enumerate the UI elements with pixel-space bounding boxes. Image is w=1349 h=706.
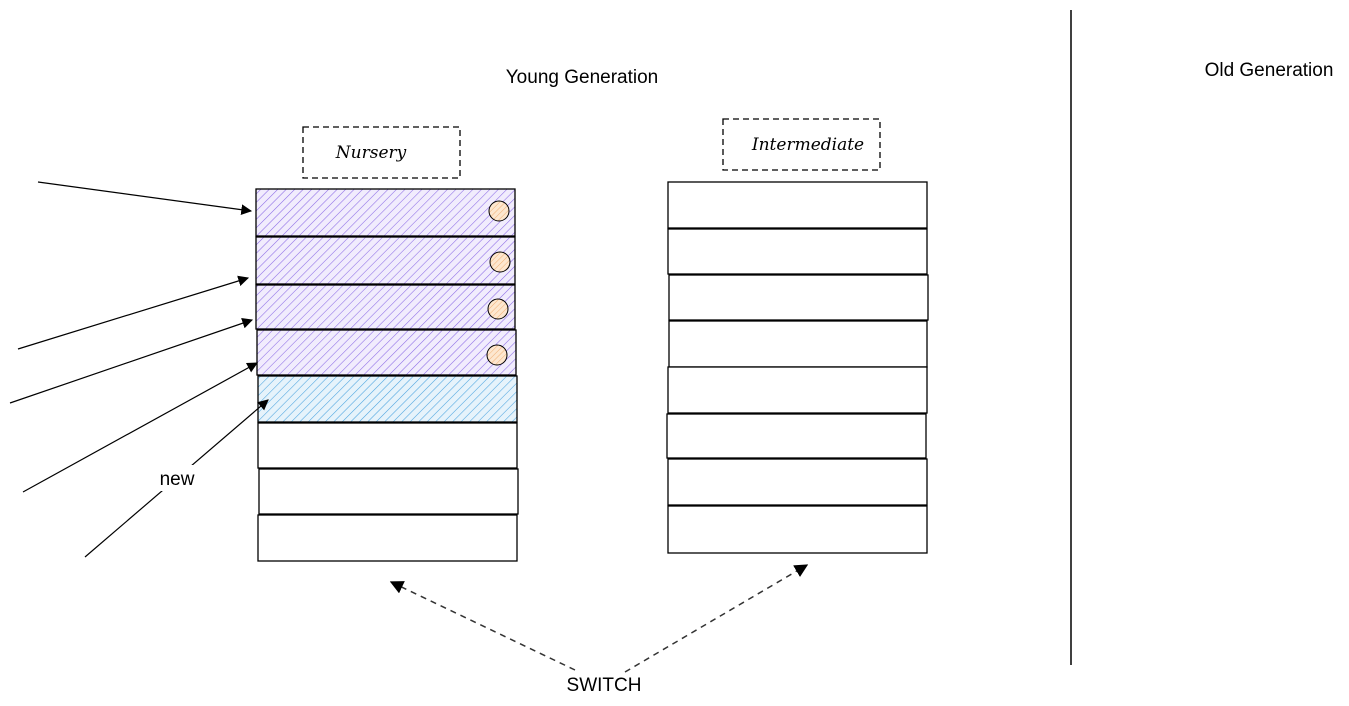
intermediate-slot	[667, 228, 928, 275]
intermediate-label: Intermediate	[751, 135, 864, 155]
new-label: new	[160, 469, 195, 490]
intermediate-slot	[667, 458, 928, 506]
allocation-arrow	[22, 362, 258, 493]
intermediate-slot	[667, 181, 928, 229]
intermediate-slot	[668, 320, 928, 368]
switch-label: SWITCH	[567, 675, 642, 696]
young-generation-title: Young Generation	[506, 67, 658, 88]
nursery-stack	[255, 188, 519, 562]
surviving-object-marker	[488, 200, 510, 222]
nursery-slot	[255, 284, 516, 330]
nursery-slot	[257, 422, 518, 469]
nursery-label-box: Nursery	[302, 126, 461, 179]
surviving-object-marker	[486, 344, 508, 366]
nursery-slot-new-allocation	[257, 375, 518, 423]
intermediate-stack	[666, 181, 929, 554]
nursery-slot	[255, 188, 516, 237]
allocation-arrow	[9, 318, 254, 404]
nursery-slot	[255, 236, 516, 285]
nursery-slot	[257, 514, 518, 562]
nursery-label: Nursery	[335, 143, 407, 163]
allocation-arrows	[9, 181, 269, 558]
nursery-slot	[256, 329, 517, 376]
intermediate-slot	[667, 505, 928, 554]
intermediate-label-box: Intermediate	[722, 118, 881, 171]
switch-arrow-to-nursery	[389, 581, 576, 671]
nursery-slot	[258, 468, 519, 515]
allocation-arrow	[37, 181, 253, 216]
intermediate-slot	[668, 274, 929, 321]
old-generation-title: Old Generation	[1205, 60, 1334, 81]
allocation-arrow	[17, 275, 250, 350]
surviving-object-marker	[489, 251, 511, 273]
switch-arrow-to-intermediate	[624, 564, 809, 673]
switch-arrows	[389, 564, 809, 673]
intermediate-slot	[666, 413, 927, 459]
surviving-object-marker	[487, 298, 509, 320]
intermediate-slot	[667, 366, 928, 414]
new-label-background	[152, 465, 200, 491]
